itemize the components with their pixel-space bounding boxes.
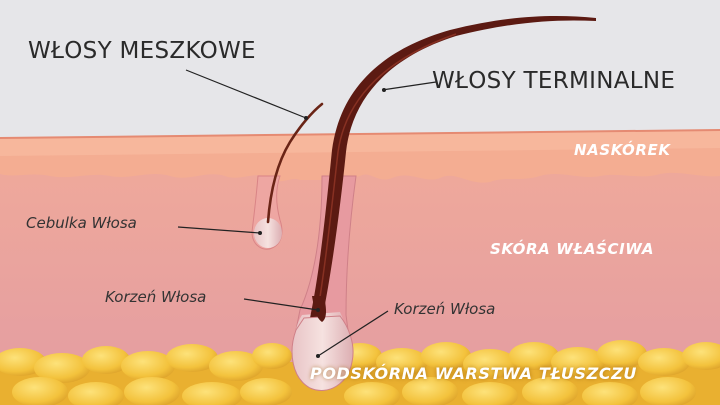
leader-terminal-hair	[381, 81, 437, 91]
label-vellus-hair: WŁOSY MESZKOWE	[28, 38, 256, 64]
leader-dot-bulb	[258, 231, 262, 235]
terminal-hair-highlight	[317, 33, 457, 311]
leader-dot-terminal	[382, 88, 386, 92]
label-hair-bulb: Cebulka Włosa	[26, 214, 137, 232]
leader-hair-root-left	[243, 298, 319, 311]
label-hair-root-right: Korzeń Włosa	[394, 300, 496, 318]
leader-vellus-hair	[185, 69, 307, 119]
leader-dot-root-right	[316, 354, 320, 358]
label-hair-root-left: Korzeń Włosa	[105, 288, 207, 306]
leader-dot-vellus	[304, 116, 308, 120]
leader-hair-root-right	[317, 310, 389, 357]
leader-dot-root-left	[316, 308, 320, 312]
leader-lines	[177, 69, 437, 357]
vellus-hair-shaft	[266, 102, 324, 224]
label-dermis: SKÓRA WŁAŚCIWA	[490, 240, 655, 258]
vellus-bulb	[254, 218, 282, 248]
label-epidermis: NASKÓREK	[574, 141, 671, 159]
fat-layer	[0, 340, 720, 405]
label-subcutis: PODSKÓRNA WARSTWA TŁUSZCZU	[310, 364, 637, 383]
label-terminal-hair: WŁOSY TERMINALNE	[432, 68, 676, 94]
epidermis-surface-line	[0, 129, 720, 139]
leader-hair-bulb	[177, 226, 261, 234]
